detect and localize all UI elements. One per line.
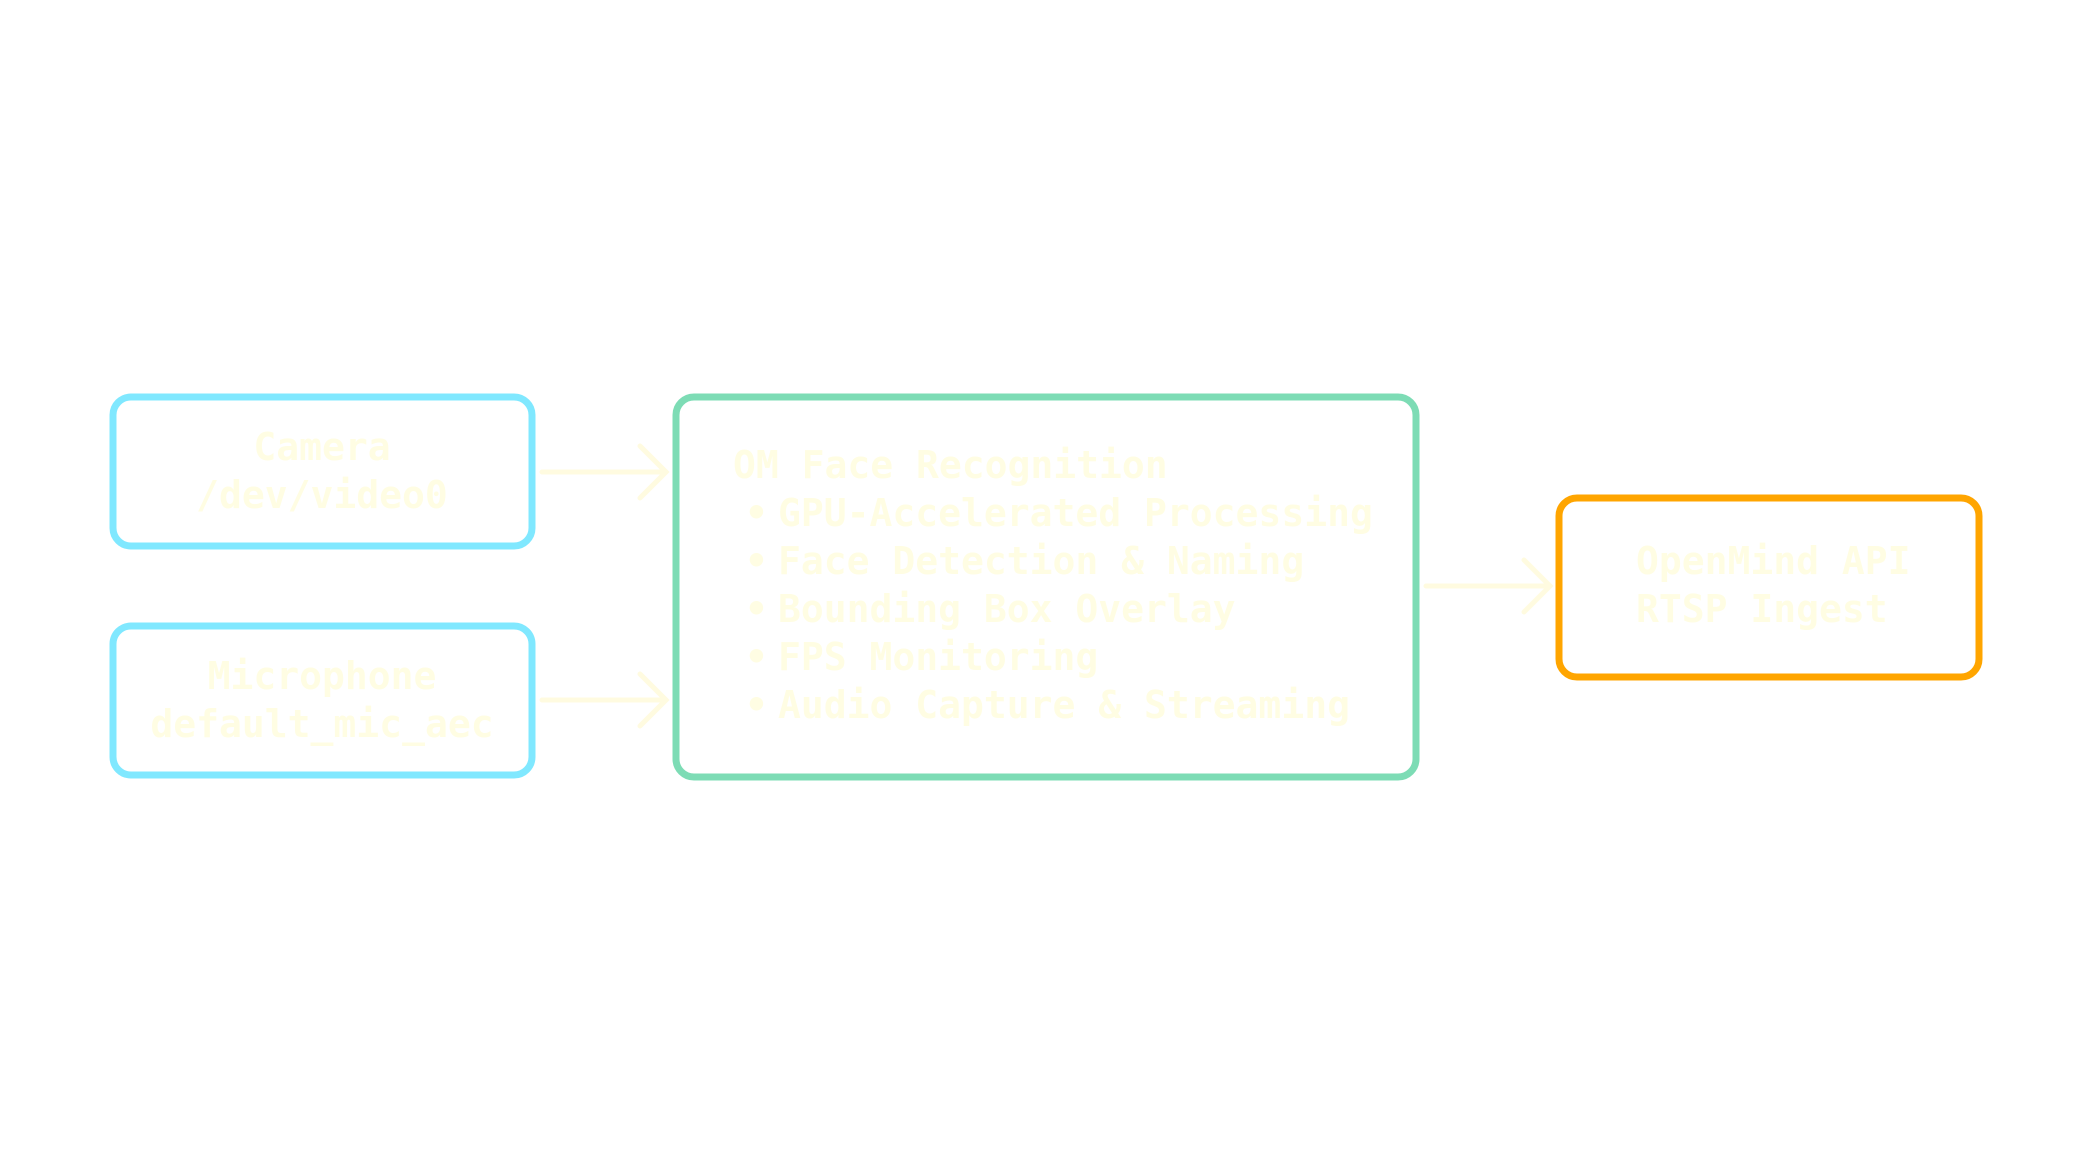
feature-bullet: • xyxy=(745,491,768,535)
feature-item: Bounding Box Overlay xyxy=(778,587,1236,631)
feature-bullet: • xyxy=(745,587,768,631)
edge-processor-to-api xyxy=(1423,557,1554,615)
arrow-head-icon xyxy=(637,443,670,501)
openmind-api-node: OpenMind API RTSP Ingest xyxy=(1555,494,1983,681)
camera-label: Camera xyxy=(253,425,390,469)
camera-node: Camera /dev/video0 xyxy=(109,393,536,550)
microphone-label: Microphone xyxy=(208,654,437,698)
edge-camera-to-processor xyxy=(539,443,670,501)
feature-item: Audio Capture & Streaming xyxy=(778,683,1350,727)
feature-item: FPS Monitoring xyxy=(778,635,1098,679)
face-recognition-title: OM Face Recognition xyxy=(733,443,1168,487)
edge-microphone-to-processor xyxy=(539,671,670,729)
arrow-head-icon xyxy=(1521,557,1554,615)
camera-node-border xyxy=(109,393,536,550)
microphone-node-border xyxy=(109,622,536,779)
microphone-device: default_mic_aec xyxy=(150,702,493,746)
microphone-node: Microphone default_mic_aec xyxy=(109,622,536,779)
feature-bullet: • xyxy=(745,683,768,727)
feature-bullet: • xyxy=(745,539,768,583)
api-ingest: RTSP Ingest xyxy=(1636,587,1888,631)
face-recognition-node-border xyxy=(672,393,1420,781)
feature-item: GPU-Accelerated Processing xyxy=(778,491,1373,535)
api-label: OpenMind API xyxy=(1636,539,1911,583)
openmind-api-node-border xyxy=(1555,494,1983,681)
arrow-head-icon xyxy=(637,671,670,729)
feature-bullet: • xyxy=(745,635,768,679)
feature-item: Face Detection & Naming xyxy=(778,539,1304,583)
camera-device: /dev/video0 xyxy=(196,473,448,517)
face-recognition-node: OM Face Recognition • GPU-Accelerated Pr… xyxy=(672,393,1420,781)
